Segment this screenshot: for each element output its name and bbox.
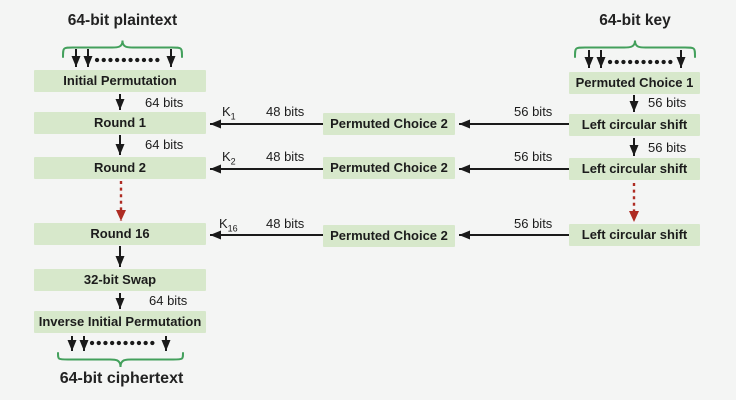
label-k16: K16 [219, 216, 238, 234]
label-56bits-after-pc1: 56 bits [648, 95, 687, 110]
plaintext-title: 64-bit plaintext [67, 12, 178, 29]
box-left-circular-shift-2: Left circular shift [569, 158, 700, 180]
box-left-circular-shift-1: Left circular shift [569, 114, 700, 136]
label-64bits-after-ip: 64 bits [145, 95, 184, 110]
label-48bits-row1: 48 bits [266, 104, 305, 119]
plaintext-input-arrows [71, 49, 176, 67]
box-round-2: Round 2 [34, 157, 206, 179]
box-permuted-choice-1: Permuted Choice 1 [569, 72, 700, 94]
key-input-arrows [584, 50, 686, 68]
label-64bits-after-round1: 64 bits [145, 137, 184, 152]
label-56bits-after-shift1: 56 bits [648, 140, 687, 155]
ciphertext-title: 64-bit ciphertext [59, 370, 184, 387]
box-left-circular-shift-16: Left circular shift [569, 224, 700, 246]
box-permuted-choice-2-row3: Permuted Choice 2 [323, 225, 455, 247]
box-inverse-initial-permutation: Inverse Initial Permutation [34, 311, 206, 333]
label-56bits-row2: 56 bits [514, 149, 553, 164]
label-k2: K2 [222, 149, 236, 167]
box-permuted-choice-2-row1: Permuted Choice 2 [323, 113, 455, 135]
label-56bits-row3: 56 bits [514, 216, 553, 231]
key-title: 64-bit key [599, 12, 671, 29]
label-48bits-row3: 48 bits [266, 216, 305, 231]
label-48bits-row2: 48 bits [266, 149, 305, 164]
ciphertext-brace [57, 352, 184, 368]
label-64bits-after-swap: 64 bits [149, 293, 188, 308]
box-round-1: Round 1 [34, 112, 206, 134]
box-initial-permutation: Initial Permutation [34, 70, 206, 92]
plaintext-brace [62, 40, 183, 58]
box-32bit-swap: 32-bit Swap [34, 269, 206, 291]
box-round-16: Round 16 [34, 223, 206, 245]
label-k1: K1 [222, 104, 236, 122]
label-56bits-row1: 56 bits [514, 104, 553, 119]
box-permuted-choice-2-row2: Permuted Choice 2 [323, 157, 455, 179]
ciphertext-output-arrows [67, 336, 171, 351]
key-brace [574, 40, 696, 58]
